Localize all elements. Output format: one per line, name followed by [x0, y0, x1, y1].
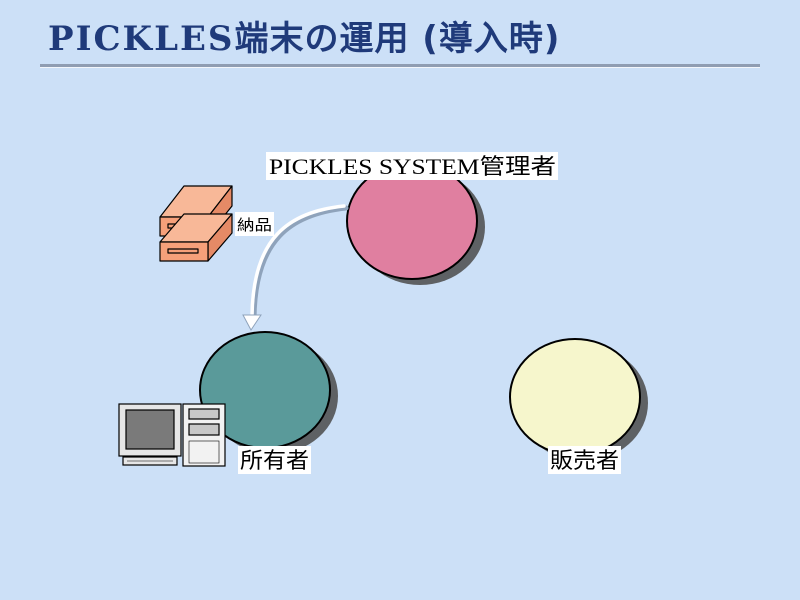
admin-label-bg [266, 152, 558, 180]
admin-label: PICKLES SYSTEM管理者 [269, 154, 556, 179]
computer-icon [118, 403, 226, 467]
seller-label-bg [548, 446, 621, 474]
owner-label: 所有者 [240, 448, 309, 473]
seller-circle [509, 338, 641, 456]
title-latin: PICKLES [48, 19, 235, 59]
slide-title: PICKLES端末の運用 (導入時) [48, 14, 560, 64]
title-paren: (導入時) [409, 19, 561, 59]
delivery-arrow-shadow [251, 205, 349, 321]
delivery-arrow-line [250, 204, 346, 318]
delivery-arrow-head [242, 314, 262, 331]
title-jp: 端末の運用 [234, 19, 410, 59]
delivery-label: 納品 [237, 217, 272, 234]
title-underline [40, 64, 760, 68]
owner-node [199, 331, 338, 454]
delivery-arrow [242, 204, 349, 331]
seller-label: 販売者 [550, 448, 619, 473]
delivery-label-bg [235, 212, 274, 236]
seller-node [509, 338, 648, 461]
terminal-devices-icon [159, 185, 233, 262]
owner-label-bg [238, 446, 311, 474]
admin-node [346, 162, 485, 285]
admin-circle [346, 162, 478, 280]
